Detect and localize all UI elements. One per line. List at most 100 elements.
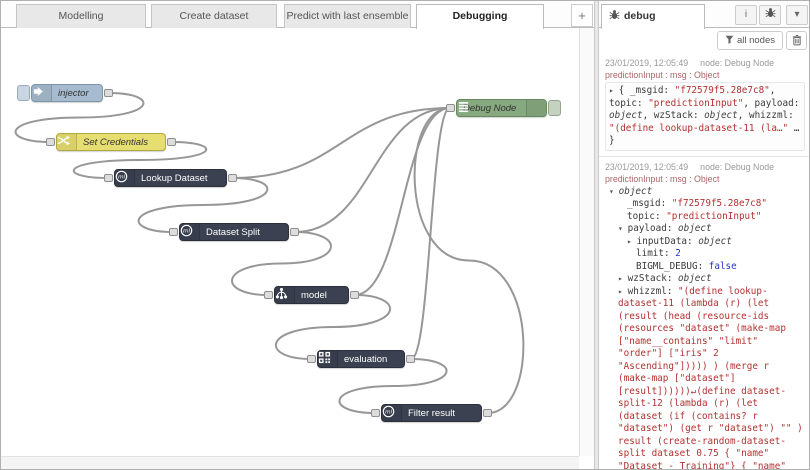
json-token: payload: xyxy=(754,97,800,109)
wire-injector-to-set-credentials[interactable] xyxy=(14,92,145,143)
tab-debugging[interactable]: Debugging xyxy=(416,4,544,29)
wire-layer xyxy=(14,92,525,414)
debug-tree-row: BIGML_DEBUG: false xyxy=(605,261,805,274)
wire-evaluation-to-debug[interactable] xyxy=(410,107,451,360)
wire-lookup-dataset-to-debug[interactable] xyxy=(232,107,451,179)
json-token: _msgid: xyxy=(629,85,675,96)
dataset-split-out-port[interactable] xyxy=(290,228,299,236)
sidebar-splitter[interactable] xyxy=(594,1,599,469)
wire-evaluation-to-filter-result[interactable] xyxy=(338,358,448,414)
injector-button[interactable] xyxy=(17,85,30,101)
expand-toggle[interactable]: ▸ xyxy=(627,236,637,246)
lookup-dataset-in-port[interactable] xyxy=(104,174,113,182)
node-model[interactable]: model xyxy=(274,286,349,304)
json-token: , xyxy=(743,97,755,109)
set-credentials-in-port[interactable] xyxy=(46,138,55,146)
json-token: "predictionInput" xyxy=(666,210,762,222)
json-token: wzStack: xyxy=(627,273,679,284)
expand-toggle[interactable]: ▾ xyxy=(609,186,619,196)
debug-in-port[interactable] xyxy=(446,104,455,112)
node-label: model xyxy=(301,290,327,301)
json-token: { xyxy=(618,85,630,96)
node-label: Dataset Split xyxy=(206,227,260,238)
clear-messages-button[interactable] xyxy=(786,31,807,50)
add-flow-button[interactable]: + xyxy=(571,4,593,27)
tab-create-dataset[interactable]: Create dataset xyxy=(151,4,277,28)
wire-dataset-split-to-model[interactable] xyxy=(231,231,332,296)
json-token: object xyxy=(609,110,643,121)
node-dataset-split[interactable]: ml Dataset Split xyxy=(179,223,289,241)
bug-icon xyxy=(609,10,624,22)
expand-toggle[interactable]: ▾ xyxy=(618,224,628,233)
debug-button[interactable] xyxy=(548,100,561,116)
debug-toolbar: all nodes xyxy=(599,28,809,53)
ml-icon: ml xyxy=(382,405,402,421)
funnel-icon xyxy=(725,35,737,46)
debug-panel-button[interactable] xyxy=(759,5,781,25)
info-button[interactable]: i xyxy=(735,5,757,25)
tab-debug[interactable]: debug xyxy=(601,4,705,29)
json-token: "(define lookup-dataset-11 (la…" xyxy=(609,122,789,134)
json-token: false xyxy=(708,260,737,272)
wire-model-to-evaluation[interactable] xyxy=(274,294,392,360)
filter-result-in-port[interactable] xyxy=(371,409,380,417)
evaluation-in-port[interactable] xyxy=(307,355,316,363)
json-token: , xyxy=(642,110,654,121)
inject-icon xyxy=(32,85,52,101)
filter-nodes-button[interactable]: all nodes xyxy=(716,31,783,50)
debug-tree-row: ▸ wzStack: object xyxy=(605,273,805,286)
collapse-button[interactable]: ▾ xyxy=(786,5,808,25)
node-filter-result[interactable]: ml Filter result xyxy=(381,404,482,422)
expand-toggle[interactable]: ▸ xyxy=(618,286,628,296)
node-injector[interactable]: injector xyxy=(31,84,103,102)
json-token: whizzml: xyxy=(748,110,794,121)
debug-tree-row: _msgid: "f72579f5.28e7c8" xyxy=(605,198,805,211)
wire-lookup-dataset-to-dataset-split[interactable] xyxy=(137,177,269,233)
wire-filter-result-to-debug[interactable] xyxy=(413,107,525,414)
qr-icon xyxy=(318,351,338,367)
tab-modelling[interactable]: Modelling xyxy=(16,4,146,28)
json-token: object xyxy=(704,110,738,121)
set-credentials-out-port[interactable] xyxy=(167,138,176,146)
node-evaluation[interactable]: evaluation xyxy=(317,350,405,368)
injector-out-port[interactable] xyxy=(104,89,113,97)
wire-dataset-split-to-debug[interactable] xyxy=(294,107,451,233)
evaluation-out-port[interactable] xyxy=(406,355,415,363)
debug-tree-row: ▾ object xyxy=(605,186,805,199)
json-token: , xyxy=(769,85,776,96)
json-token: wzStack: xyxy=(653,110,705,121)
model-out-port[interactable] xyxy=(350,291,359,299)
filter-result-out-port[interactable] xyxy=(483,409,492,417)
trash-icon xyxy=(792,33,802,48)
json-token: object xyxy=(678,223,712,234)
lookup-dataset-out-port[interactable] xyxy=(228,174,237,182)
json-token: payload: xyxy=(627,223,679,234)
debug-tree-row: limit: 2 xyxy=(605,248,805,261)
dataset-split-in-port[interactable] xyxy=(169,228,178,236)
expand-toggle[interactable]: ▸ xyxy=(618,274,628,283)
wire-set-credentials-to-lookup-dataset[interactable] xyxy=(72,141,208,179)
tab-predict-with-last-ensemble[interactable]: Predict with last ensemble xyxy=(284,4,411,28)
wire-model-to-debug[interactable] xyxy=(354,107,451,296)
json-token: BIGML_DEBUG: xyxy=(636,260,709,272)
json-token: 2 xyxy=(675,248,681,259)
debug-tree-row: topic: "predictionInput" xyxy=(605,211,805,224)
canvas-horizontal-scrollbar[interactable] xyxy=(1,456,579,469)
node-debug[interactable]: Debug Node xyxy=(456,99,547,117)
ml-icon: ml xyxy=(180,224,200,240)
expand-toggle[interactable]: ▸ xyxy=(609,86,619,95)
model-in-port[interactable] xyxy=(264,291,273,299)
node-label: Filter result xyxy=(408,408,455,419)
message-preview[interactable]: ▸ { _msgid: "f72579f5.28e7c8", topic: "p… xyxy=(605,82,805,151)
debug-tree-row: ▾ payload: object xyxy=(605,223,805,236)
ml-icon: ml xyxy=(115,170,135,186)
canvas-vertical-scrollbar[interactable] xyxy=(579,28,594,456)
node-set-credentials[interactable]: Set Credentials xyxy=(56,133,166,151)
